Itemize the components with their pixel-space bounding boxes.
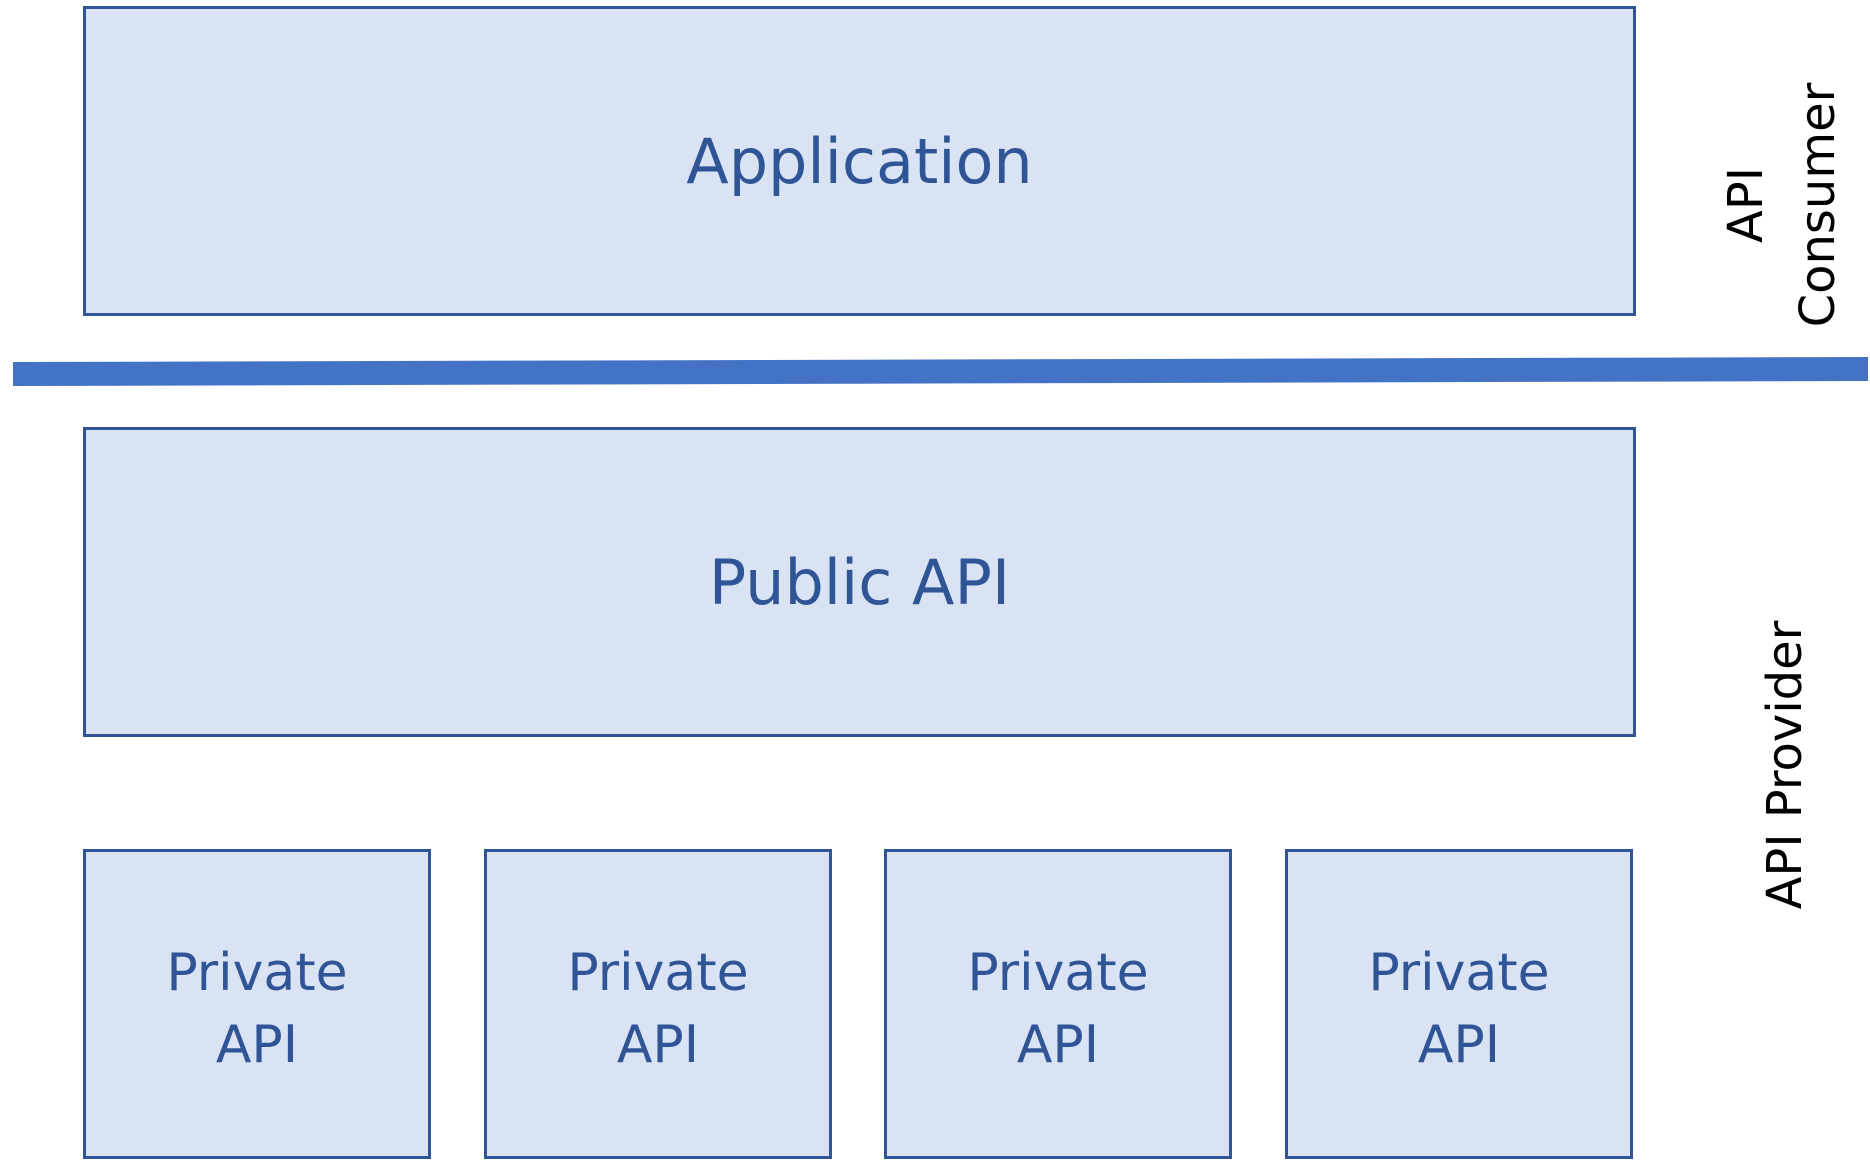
private-api-label-line2: API [616, 1015, 700, 1075]
application-box: Application [83, 6, 1636, 316]
private-api-box: Private API [484, 849, 832, 1159]
public-api-box: Public API [83, 427, 1636, 737]
api-consumer-label: API Consumer [1710, 40, 1860, 370]
api-consumer-label-line2: Consumer [1790, 82, 1846, 328]
private-api-box: Private API [884, 849, 1232, 1159]
application-label: Application [686, 124, 1033, 198]
private-api-label-line1: Private [1368, 943, 1550, 1003]
private-api-label-line1: Private [166, 943, 348, 1003]
separator-line [13, 357, 1868, 386]
private-api-box: Private API [1285, 849, 1633, 1159]
private-api-label-line2: API [1417, 1015, 1501, 1075]
api-provider-label: API Provider [1757, 620, 1813, 910]
private-api-label-line2: API [215, 1015, 299, 1075]
private-api-box: Private API [83, 849, 431, 1159]
private-api-label-line1: Private [567, 943, 749, 1003]
private-api-label-line1: Private [967, 943, 1149, 1003]
private-api-label-line2: API [1016, 1015, 1100, 1075]
api-consumer-label-line1: API [1718, 167, 1774, 243]
public-api-label: Public API [708, 545, 1011, 619]
